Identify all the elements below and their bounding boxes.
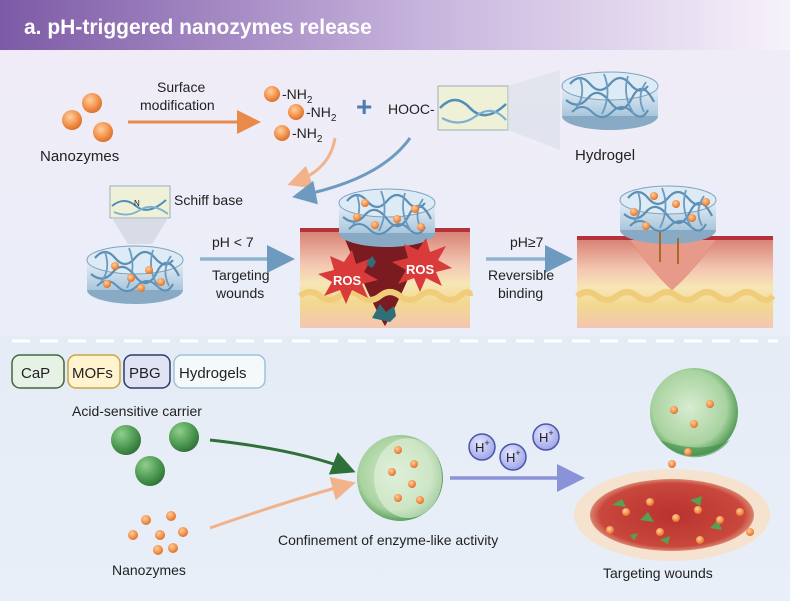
- hooc-label: HOOC-: [388, 101, 435, 117]
- tag-hydrogels-label: Hydrogels: [179, 365, 247, 382]
- svg-text:-NH2: -NH2: [306, 104, 337, 124]
- hydrogel-on-wound-icon: [337, 187, 437, 249]
- targeting-line2: wounds: [215, 285, 264, 301]
- schiff-base-icon: N: [109, 185, 171, 244]
- ros-burst-left: ROS: [318, 250, 378, 304]
- open-carrier-sphere: [650, 368, 738, 468]
- svg-text:ROS: ROS: [333, 273, 362, 288]
- svg-text:N: N: [134, 199, 140, 208]
- tag-cap-label: CaP: [21, 365, 50, 382]
- nanozyme-arrow: [209, 477, 356, 530]
- surface-mod-line1: Surface: [157, 79, 205, 95]
- reversible-line2: binding: [498, 285, 543, 301]
- small-nanozymes: [128, 511, 188, 555]
- svg-text:-NH2: -NH2: [292, 125, 323, 145]
- green-carrier-spheres: [111, 422, 199, 486]
- acid-carrier-label: Acid-sensitive carrier: [72, 403, 202, 419]
- tag-mofs-label: MOFs: [72, 365, 113, 382]
- hydrogel-icon: [560, 70, 660, 132]
- svg-text:-NH2: -NH2: [282, 86, 313, 106]
- targeting-line1: Targeting: [212, 267, 270, 283]
- polymer-merge-arrow: [292, 137, 412, 205]
- confinement-label: Confinement of enzyme-like activity: [278, 532, 498, 548]
- ph-high-label: pH≥7: [510, 234, 544, 250]
- h-plus-ions: H+ H+ H+: [468, 423, 560, 471]
- ph-low-label: pH < 7: [212, 234, 254, 250]
- plus-sign: +: [356, 91, 372, 122]
- wound-skin-panel-2: [575, 236, 776, 328]
- targeting-wounds-label: Targeting wounds: [603, 565, 713, 581]
- hydrogel-label: Hydrogel: [575, 147, 635, 164]
- reversible-line1: Reversible: [488, 267, 554, 283]
- nanozymes-label: Nanozymes: [40, 148, 119, 165]
- ros-burst-right: ROS: [392, 238, 452, 292]
- tag-cap: [11, 354, 65, 389]
- header-bar: [0, 0, 790, 50]
- nanozyme-cluster-icon: [62, 93, 113, 142]
- svg-text:H+: H+: [475, 438, 490, 455]
- loaded-carrier-sphere: [357, 435, 443, 521]
- header-title: a. pH-triggered nanozymes release: [24, 16, 372, 39]
- polymer-chain-icon: [437, 70, 560, 150]
- loaded-hydrogel-icon: [85, 244, 185, 306]
- tag-mofs: [67, 354, 121, 389]
- amine-nanozymes: -NH2 -NH2 -NH2: [264, 86, 337, 145]
- svg-text:H+: H+: [539, 428, 554, 445]
- bacteria-icon: [366, 256, 396, 322]
- svg-text:H+: H+: [506, 448, 521, 465]
- surface-mod-line2: modification: [140, 97, 215, 113]
- carrier-tags: CaP MOFs PBG Hydrogels: [11, 354, 266, 389]
- carrier-arrow: [209, 438, 356, 475]
- svg-text:ROS: ROS: [406, 262, 435, 277]
- amine-merge-arrow: [287, 137, 337, 189]
- tag-pbg-label: PBG: [129, 365, 161, 382]
- wound-bed-icon: [574, 469, 770, 561]
- tag-pbg: [123, 354, 171, 389]
- tag-hydrogels: [173, 354, 266, 389]
- bottom-nanozymes-label: Nanozymes: [112, 562, 186, 578]
- hydrogel-release-icon: [618, 184, 718, 264]
- schiff-base-label: Schiff base: [174, 192, 243, 208]
